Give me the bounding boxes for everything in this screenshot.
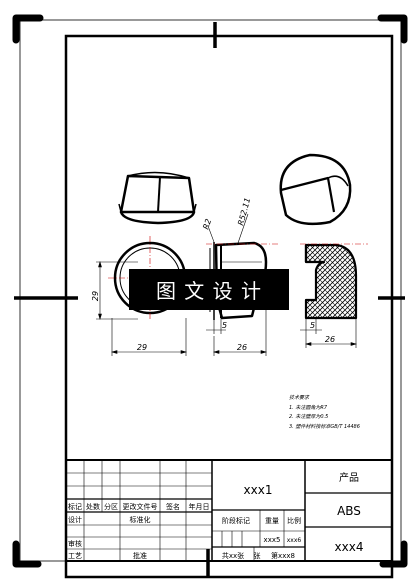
corner-mark-top-left xyxy=(12,14,44,44)
dim-small-side-label: 5 xyxy=(222,321,227,330)
header-change-doc: 更改文件号 xyxy=(123,502,158,511)
dim-small-section-label: 5 xyxy=(310,321,315,330)
header-mark: 标记 xyxy=(68,502,82,511)
tech-notes-line3: 3. 塑件材料按标准GB/T 14486 xyxy=(289,423,360,430)
dim-small-section xyxy=(300,318,322,334)
title-block-lines xyxy=(65,459,393,562)
label-approve: 批准 xyxy=(133,551,147,560)
dim-width-section xyxy=(304,318,358,348)
corner-mark-top-right xyxy=(377,14,408,44)
label-stage-mark: 阶段标记 xyxy=(222,516,250,525)
header-zone: 分区 xyxy=(104,502,118,511)
label-scale: 比例 xyxy=(287,516,301,525)
dim-width-front xyxy=(110,318,188,356)
iso-view-right xyxy=(279,153,352,226)
label-weight: 重量 xyxy=(265,517,279,525)
corner-mark-bottom-right xyxy=(379,540,408,568)
dim-small-side xyxy=(206,318,226,334)
sheet-label: 张 xyxy=(254,551,261,560)
dim-width-front-label: 29 xyxy=(137,343,147,352)
label-design: 设计 xyxy=(68,515,82,524)
tech-notes-line2: 2. 未注壁厚为0.5 xyxy=(289,413,328,420)
tech-notes-title: 技术要求 xyxy=(289,394,310,401)
dim-radius-small: R2 xyxy=(201,218,213,231)
drawing-no: xxx4 xyxy=(335,540,364,554)
label-standardize: 标准化 xyxy=(130,515,151,524)
dim-radius-large: R52.11 xyxy=(236,197,252,227)
inner-frame xyxy=(64,34,394,579)
dim-radius-leaders xyxy=(207,213,249,244)
corner-mark-bottom-left xyxy=(12,540,42,568)
value-scale: xxx6 xyxy=(287,537,302,544)
section-view xyxy=(304,243,358,320)
sheet-no: 第xxx8 xyxy=(271,551,295,560)
iso-view-left xyxy=(118,171,197,225)
label-review: 审核 xyxy=(68,539,82,548)
dim-width-side-label: 26 xyxy=(237,343,247,352)
dim-height xyxy=(96,260,138,321)
value-weight: xxx5 xyxy=(264,536,281,544)
sheets-total: 共xx张 xyxy=(222,551,244,560)
header-signature: 签名 xyxy=(166,502,180,511)
banner-text: 图 文 设 计 xyxy=(156,279,262,303)
product-label: 产品 xyxy=(339,471,359,484)
tech-notes-line1: 1. 未注圆角为R7 xyxy=(289,404,328,411)
dim-width-side xyxy=(212,290,268,356)
banner-bg xyxy=(129,269,289,310)
material: ABS xyxy=(337,504,361,518)
dim-width-section-label: 26 xyxy=(325,335,335,344)
dim-height-label: 29 xyxy=(91,291,100,301)
header-count: 处数 xyxy=(86,502,100,511)
label-process: 工艺 xyxy=(68,552,82,560)
drawing-name: xxx1 xyxy=(244,483,273,497)
header-date: 年月日 xyxy=(189,502,210,511)
